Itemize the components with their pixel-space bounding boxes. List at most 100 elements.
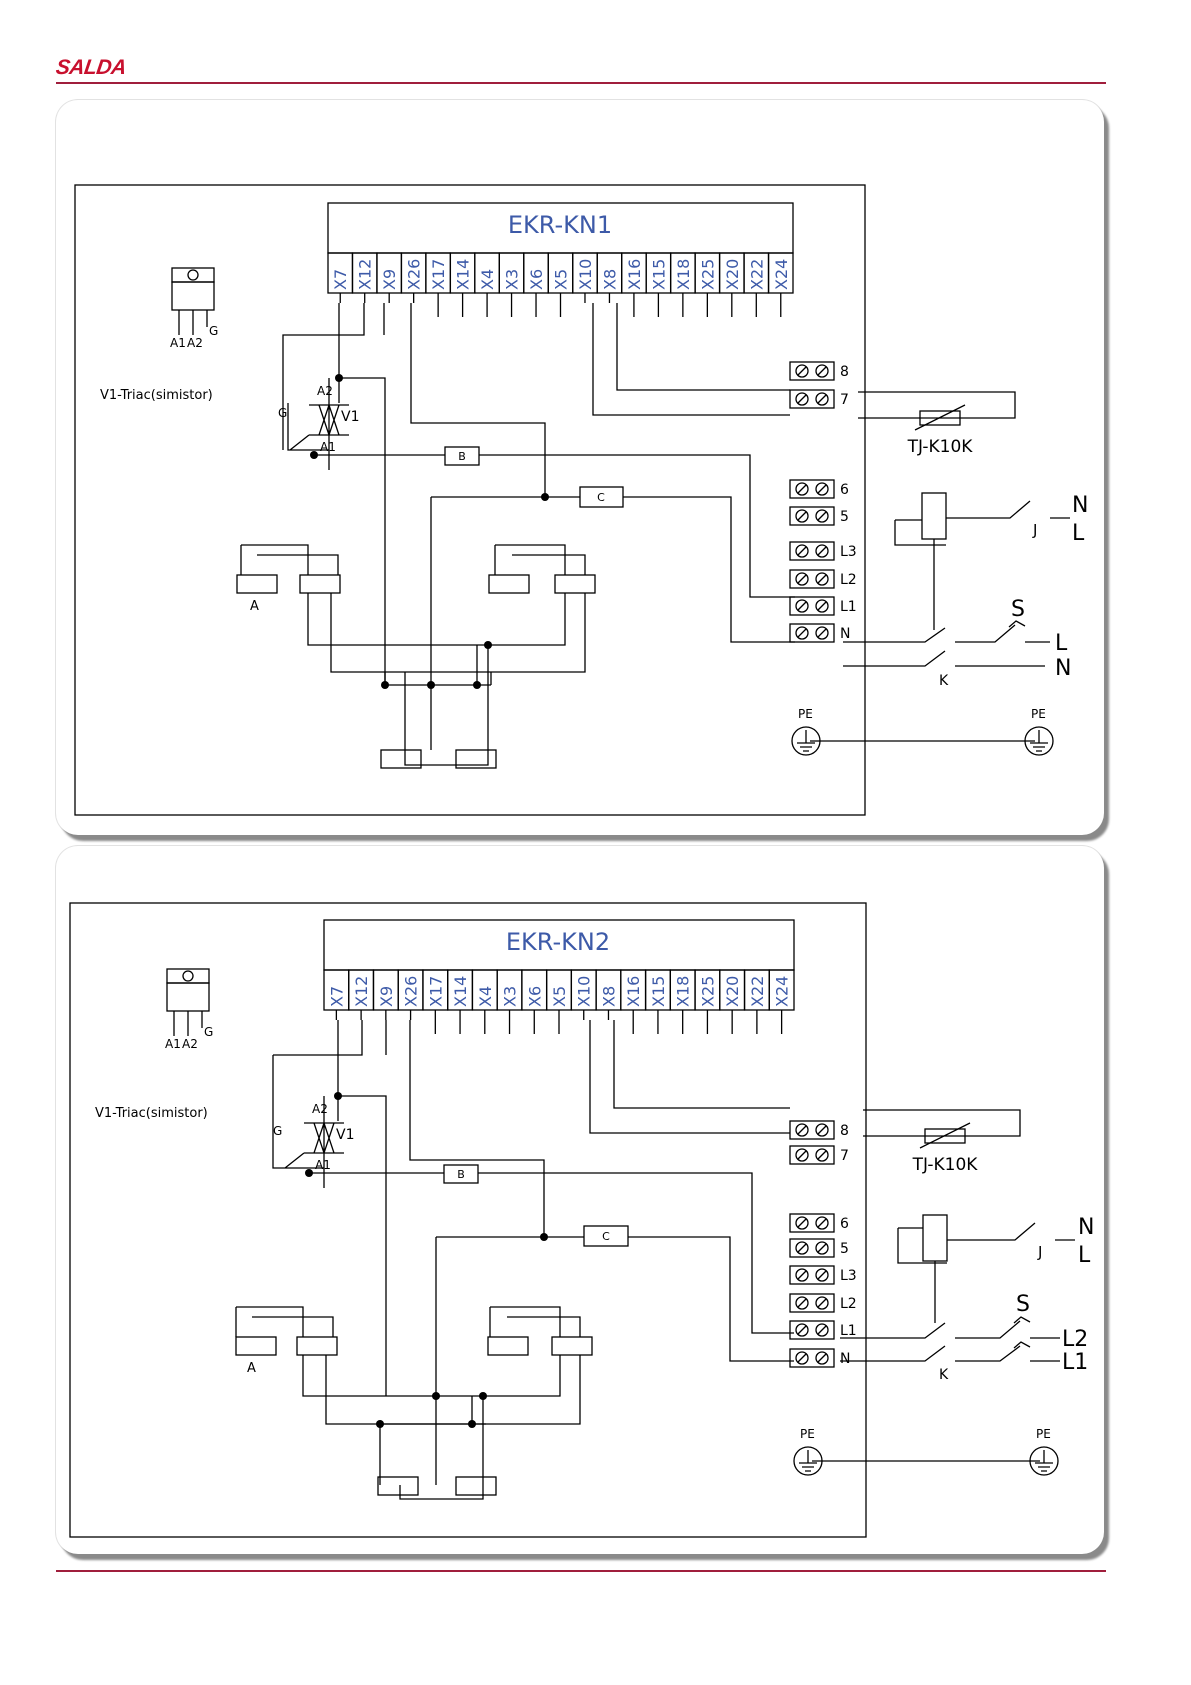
supply-top-n: N (1078, 1215, 1094, 1240)
heater-c: C (579, 486, 624, 508)
screw-icon (815, 1323, 829, 1337)
relay-j-label: J (1037, 1243, 1042, 1261)
contactor-circuit: J N L S K L N (843, 492, 1088, 689)
screw-icon (815, 1216, 829, 1230)
screw-icon (815, 626, 829, 640)
terminal-label: X24 (773, 976, 792, 1007)
triac-legs (178, 310, 208, 335)
terminal-label: X16 (625, 259, 644, 290)
pin-g: G (209, 324, 218, 338)
screw-icon (815, 1123, 829, 1137)
supply-top-l: L (1072, 521, 1085, 546)
pin-a2: A2 (187, 336, 203, 350)
relay-coil (921, 492, 947, 540)
contactor-k-label: K (939, 673, 949, 689)
supply-bottom-1: L (1055, 631, 1068, 656)
wires (273, 1020, 794, 1396)
terminal-label: X5 (550, 986, 569, 1007)
block-terminal (789, 1213, 835, 1233)
screw-icon (795, 392, 809, 406)
contactor-circuit: J N L S K L2 L1 (840, 1214, 1094, 1383)
screw-icon (795, 509, 809, 523)
block-terminal-label: 8 (840, 364, 849, 380)
supply-bottom-1: L2 (1062, 1327, 1088, 1352)
block-terminal-label: 7 (840, 392, 849, 408)
header-rule (56, 82, 1106, 84)
terminal-label: X10 (575, 976, 594, 1007)
block-terminal (789, 389, 835, 409)
terminal-label: X9 (377, 986, 396, 1007)
terminal-label: X15 (649, 976, 668, 1007)
screw-icon (815, 1296, 829, 1310)
footer-rule (56, 1570, 1106, 1572)
screw-icon (815, 364, 829, 378)
triac-hole (182, 970, 194, 982)
block-terminal-label: 5 (840, 1241, 849, 1257)
terminal-label: X8 (599, 986, 618, 1007)
pe-left: PE (798, 707, 813, 721)
screw-icon (815, 599, 829, 613)
screw-icon (815, 1241, 829, 1255)
block-terminal-label: L1 (840, 1323, 857, 1339)
heater-c: C (583, 1225, 629, 1247)
triac-body (166, 982, 210, 1012)
mark-a2: A2 (312, 1102, 328, 1116)
terminal-label: X22 (748, 976, 767, 1007)
terminal-label: X14 (454, 259, 473, 290)
supply-top-n: N (1072, 493, 1088, 518)
terminal-label: X4 (478, 269, 497, 290)
block-terminal (789, 541, 835, 561)
pe-right: PE (1036, 1427, 1051, 1441)
terminal-label: X12 (356, 259, 375, 290)
terminal-label: X20 (723, 259, 742, 290)
pin-g: G (204, 1025, 213, 1039)
block-terminal (789, 1145, 835, 1165)
screw-icon (795, 1323, 809, 1337)
diagram-frame (69, 902, 867, 1538)
screw-icon (795, 1148, 809, 1162)
mark-v1: V1 (341, 409, 359, 425)
screw-icon (795, 1216, 809, 1230)
block-terminal (789, 479, 835, 499)
block-terminal (789, 1238, 835, 1258)
block-terminal-label: 7 (840, 1148, 849, 1164)
earth: PE PE (791, 707, 1054, 756)
screw-icon (815, 392, 829, 406)
block-terminal-label: 8 (840, 1123, 849, 1139)
screw-icon (795, 599, 809, 613)
terminal-label: X7 (327, 986, 346, 1007)
pe-right: PE (1031, 707, 1046, 721)
terminal-label: X3 (501, 986, 520, 1007)
sensor-label: TJ-K10K (912, 1155, 979, 1175)
screw-icon (795, 364, 809, 378)
group-a-label: A (250, 599, 259, 614)
heater-b: B (443, 1164, 479, 1184)
switch-s-label: S (1016, 1292, 1030, 1317)
terminal-label: X25 (698, 976, 717, 1007)
screw-icon (815, 482, 829, 496)
block-terminal-label: N (840, 1351, 850, 1367)
terminal-label: X16 (624, 976, 643, 1007)
sensor: TJ-K10K (863, 1109, 1021, 1175)
pe-left: PE (800, 1427, 815, 1441)
block-terminal-label: N (840, 626, 850, 642)
terminal-label: X17 (429, 259, 448, 290)
screw-icon (795, 1123, 809, 1137)
terminal-label: X25 (698, 259, 717, 290)
triac-legs (173, 1011, 203, 1036)
terminal-label: X9 (380, 269, 399, 290)
sensor-label: TJ-K10K (907, 437, 974, 457)
mark-a1: A1 (315, 1158, 331, 1172)
terminal-label: X7 (331, 269, 350, 290)
block-terminal (789, 569, 835, 589)
terminal-label: X4 (476, 986, 495, 1007)
screw-icon (795, 1296, 809, 1310)
supply-bottom-2: L1 (1062, 1350, 1088, 1375)
heater-c-label: C (597, 491, 605, 504)
